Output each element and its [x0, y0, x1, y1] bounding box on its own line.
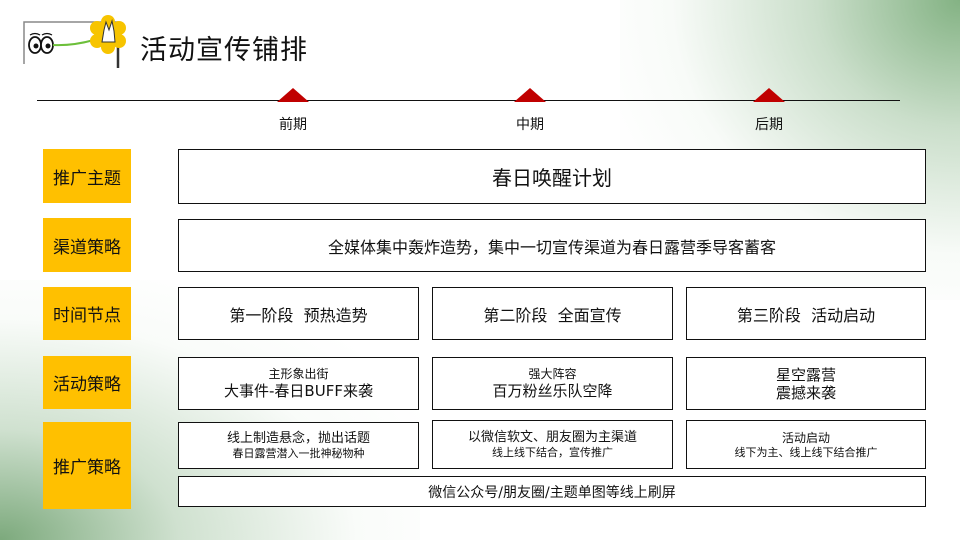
phase-label-late: 后期 [755, 117, 783, 133]
timing-stage-1-text: 第一阶段 预热造势 [229, 305, 368, 325]
activity-cell-2-line1: 强大阵容 [528, 367, 577, 381]
timing-stage-3: 第三阶段 活动启动 [686, 287, 926, 340]
row-label-promotion: 推广策略 [43, 422, 131, 509]
channel-text: 全媒体集中轰炸造势，集中一切宣传渠道为春日露营季导客蓄客 [327, 237, 776, 257]
promotion-cell-1: 线上制造悬念，抛出话题 春日露营潜入一批神秘物种 [178, 422, 419, 469]
timing-stage-2: 第二阶段 全面宣传 [432, 287, 673, 340]
activity-cell-3-line2: 震撼来袭 [775, 383, 836, 402]
cartoon-logo-icon [23, 15, 126, 68]
marker-early-icon [277, 88, 309, 102]
row-label-timing: 时间节点 [43, 287, 131, 340]
activity-cell-1-line2: 大事件-春日BUFF来袭 [224, 382, 373, 400]
phase-label-early: 前期 [279, 117, 307, 133]
activity-cell-2: 强大阵容 百万粉丝乐队空降 [432, 357, 673, 410]
timeline-line [37, 100, 900, 101]
timing-stage-1: 第一阶段 预热造势 [178, 287, 419, 340]
promotion-cell-2-line1: 以微信软文、朋友圈为主渠道 [467, 429, 637, 445]
row-label-theme: 推广主题 [43, 149, 131, 203]
activity-cell-1: 主形象出街 大事件-春日BUFF来袭 [178, 357, 419, 410]
row-label-activity: 活动策略 [43, 356, 131, 409]
promotion-cell-2: 以微信软文、朋友圈为主渠道 线上线下结合，宣传推广 [432, 420, 673, 469]
promotion-cell-3-line2: 线下为主、线上线下结合推广 [734, 445, 878, 459]
promotion-cell-1-line1: 线上制造悬念，抛出话题 [226, 430, 370, 446]
theme-text: 春日唤醒计划 [492, 166, 612, 190]
promotion-footer-text: 微信公众号/朋友圈/主题单图等线上刷屏 [428, 484, 676, 501]
promotion-cell-2-line2: 线上线下结合，宣传推广 [492, 445, 613, 459]
promotion-cell-1-line2: 春日露营潜入一批神秘物种 [232, 446, 365, 460]
channel-box: 全媒体集中轰炸造势，集中一切宣传渠道为春日露营季导客蓄客 [178, 219, 926, 272]
activity-cell-2-line2: 百万粉丝乐队空降 [492, 382, 613, 400]
timing-stage-3-text: 第三阶段 活动启动 [736, 305, 876, 325]
promotion-cell-3: 活动启动 线下为主、线上线下结合推广 [686, 420, 926, 469]
activity-cell-1-line1: 主形象出街 [268, 367, 329, 381]
page-title: 活动宣传铺排 [140, 35, 308, 66]
promotion-cell-3-line1: 活动启动 [781, 430, 830, 445]
timing-stage-2-text: 第二阶段 全面宣传 [483, 305, 622, 325]
promotion-footer-box: 微信公众号/朋友圈/主题单图等线上刷屏 [178, 476, 926, 507]
row-label-channel: 渠道策略 [43, 218, 131, 272]
activity-cell-3-line1: 星空露营 [775, 365, 836, 384]
phase-label-mid: 中期 [516, 117, 544, 133]
marker-mid-icon [514, 88, 546, 102]
activity-cell-3: 星空露营 震撼来袭 [686, 357, 926, 410]
marker-late-icon [753, 88, 785, 102]
theme-box: 春日唤醒计划 [178, 149, 926, 204]
